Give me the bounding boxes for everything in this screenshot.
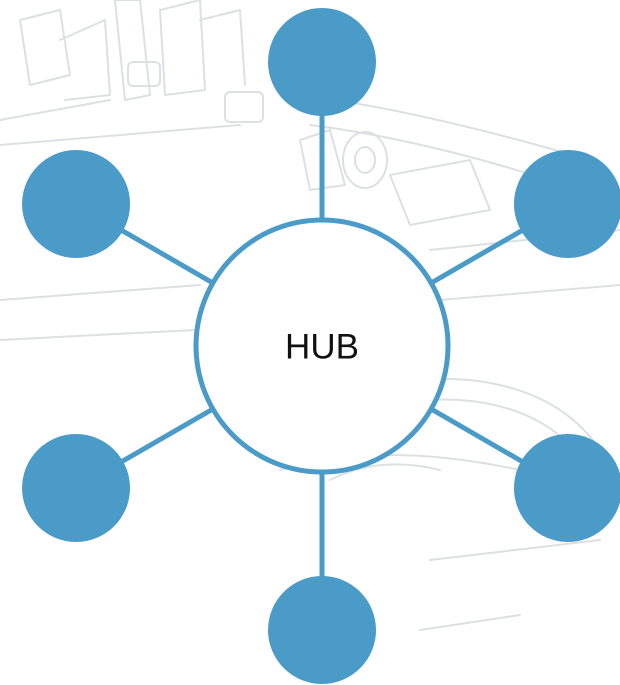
hub-node	[193, 217, 451, 475]
hub-label: HUB	[285, 327, 359, 366]
satellite-node-upper-right	[513, 150, 620, 258]
satellite-node-upper-left	[22, 150, 131, 258]
satellite-node-bottom	[268, 576, 376, 684]
satellite-node-lower-right	[513, 434, 620, 542]
satellite-node-top	[268, 8, 376, 116]
satellite-node-lower-left	[22, 434, 131, 542]
satellite-nodes	[22, 8, 620, 684]
